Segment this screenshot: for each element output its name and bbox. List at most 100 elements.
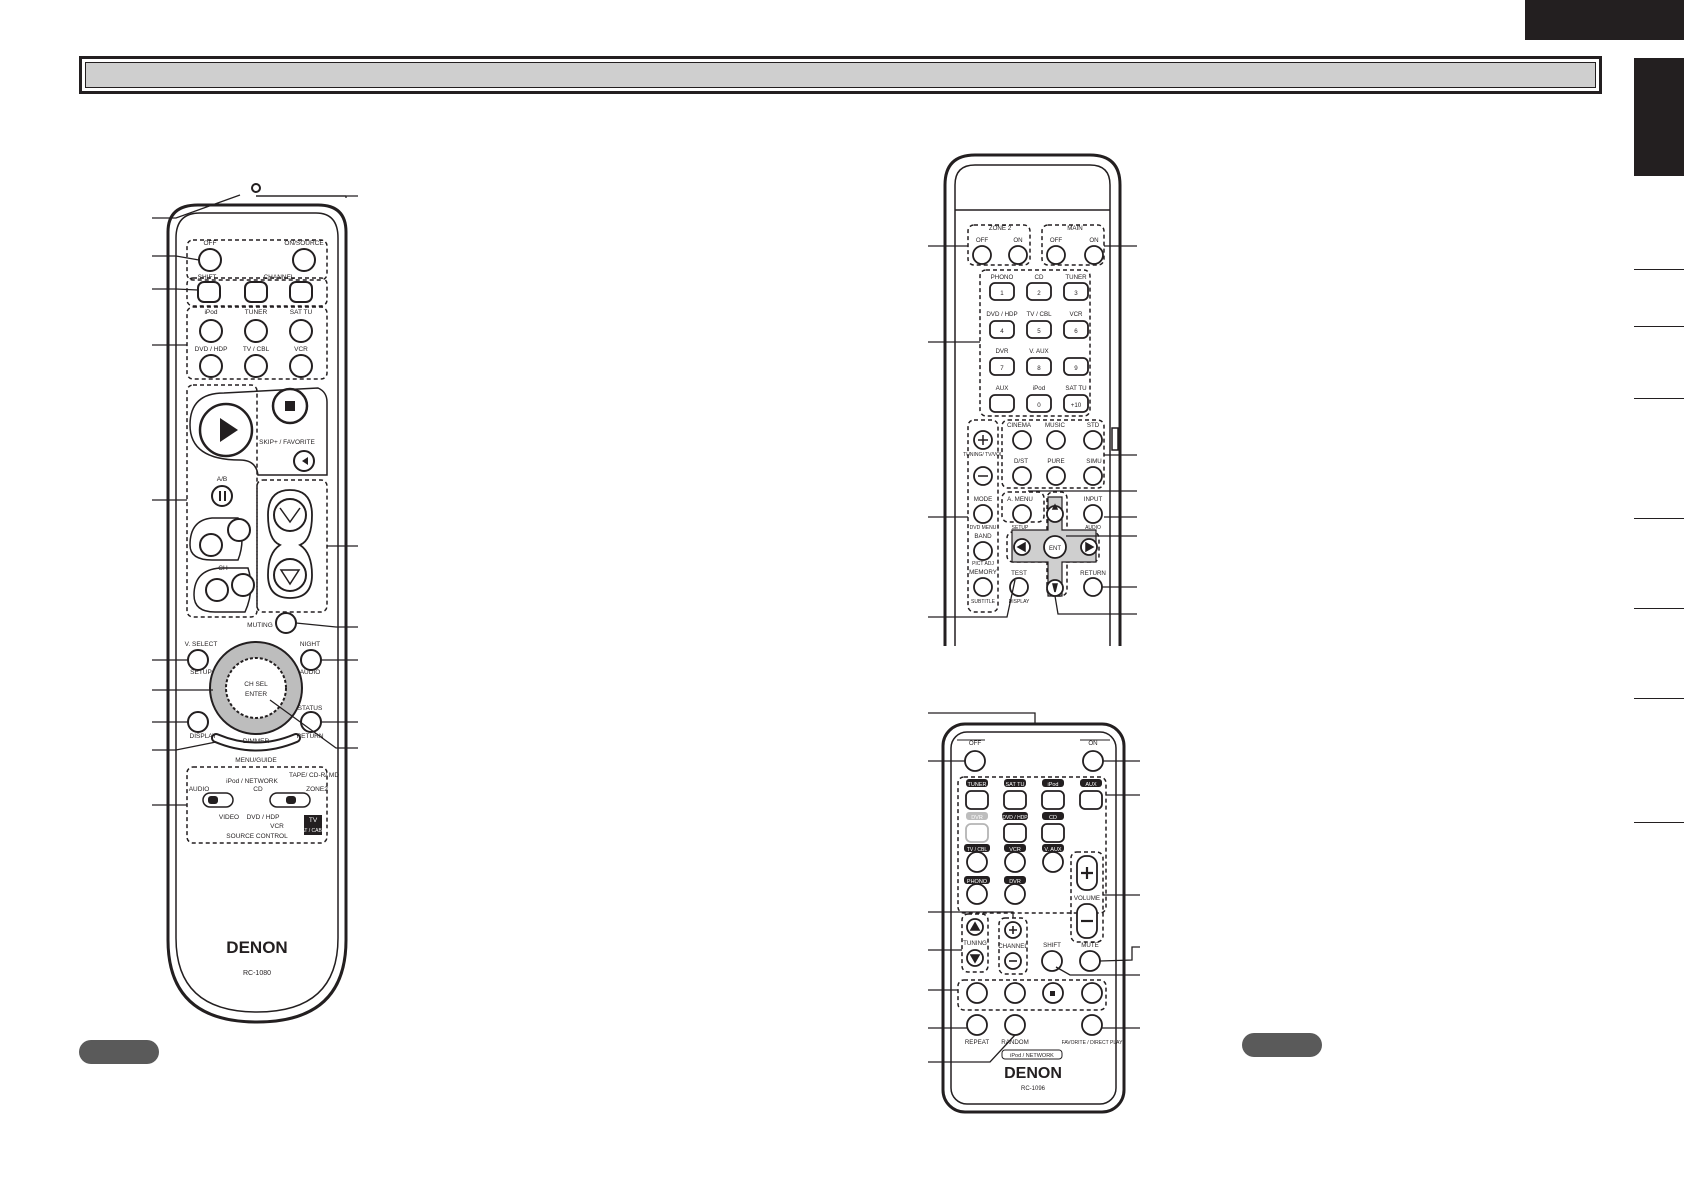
label-s-aux: AUX — [1085, 782, 1097, 788]
digit-0: 0 — [1037, 402, 1041, 409]
label-zone2: ZONE 2 — [989, 225, 1012, 232]
side-index-tabs — [1634, 58, 1684, 823]
label-a-menu: A. MENU — [1007, 496, 1033, 503]
label-s-cd: CD — [1049, 815, 1057, 821]
label-z-on: ON — [1013, 237, 1022, 244]
label-tuner: TUNER — [245, 309, 268, 316]
label-s-tv-cbl: TV / CBL — [967, 847, 988, 853]
label-cd-switch: CD — [253, 786, 263, 793]
model-label-main: RC-1080 — [243, 970, 271, 977]
label-dvd-hdp: DVD / HDP — [195, 346, 228, 353]
label-sat-tu: SAT TU — [290, 309, 313, 316]
label-shift: SHIFT — [198, 274, 217, 281]
label-return: RETURN — [296, 733, 323, 740]
label-vcr: VCR — [294, 346, 308, 353]
label-channel: CHANNEL — [263, 274, 294, 281]
label-z-tuner: TUNER — [1065, 274, 1087, 281]
label-ent: ENT — [1049, 546, 1061, 552]
label-tape-cdr-md: TAPE/ CD-R/ MD — [289, 772, 339, 779]
label-tuning-tvvol: TUNING/ TV/VOL — [963, 452, 1003, 458]
label-s-channel: CHANNEL — [998, 943, 1028, 950]
digit-5: 5 — [1037, 328, 1041, 335]
digit-8: 8 — [1037, 365, 1041, 372]
label-menu-guide: MENU/GUIDE — [235, 757, 277, 764]
label-z-dvr: DVR — [995, 348, 1009, 355]
label-s-tuner: TUNER — [968, 782, 987, 788]
label-source-control: SOURCE CONTROL — [226, 833, 288, 840]
label-s-shift: SHIFT — [1043, 942, 1061, 949]
label-s-vcr: VCR — [1009, 847, 1021, 853]
digit-7: 7 — [1000, 365, 1004, 372]
label-vcr-switch: VCR — [270, 823, 284, 830]
label-audio-switch: AUDIO — [189, 786, 210, 793]
digit-1: 1 — [1000, 290, 1004, 297]
digit-2: 2 — [1037, 290, 1041, 297]
label-z-ipod: iPod — [1033, 385, 1046, 392]
side-tab[interactable] — [1634, 698, 1684, 823]
label-v-select: V. SELECT — [185, 641, 218, 648]
label-dimmer: DIMMER — [243, 738, 270, 745]
digit-3: 3 — [1074, 290, 1078, 297]
label-z-sat-tu: SAT TU — [1065, 385, 1086, 392]
label-z-vcr: VCR — [1069, 311, 1083, 318]
label-on-source: ON/SOURCE — [284, 240, 324, 247]
side-tab[interactable] — [1634, 269, 1684, 327]
label-mode: MODE — [974, 496, 993, 503]
label-test: TEST — [1011, 570, 1027, 577]
label-ch: CH — [218, 565, 228, 572]
label-std: STD — [1087, 422, 1100, 429]
label-video-switch: VIDEO — [219, 814, 239, 821]
label-dvd-hdp-switch: DVD / HDP — [247, 814, 280, 821]
side-tab-active[interactable] — [1634, 58, 1684, 176]
label-s-ipod: iPod — [1047, 782, 1058, 788]
side-tab[interactable] — [1634, 175, 1684, 270]
digit-plus10: +10 — [1071, 402, 1082, 409]
label-m-off: OFF — [1050, 237, 1063, 244]
label-ab: A/B — [217, 476, 227, 483]
label-simu: SIMU — [1086, 458, 1101, 465]
label-ipod-network: iPod / NETWORK — [226, 778, 278, 785]
label-night: NIGHT — [300, 641, 320, 648]
label-phono: PHONO — [991, 274, 1014, 281]
note-badge-left — [79, 1040, 159, 1064]
label-skip-favorite: SKIP+ / FAVORITE — [259, 439, 315, 446]
brand-logo-small: DENON — [1004, 1065, 1062, 1082]
side-tab[interactable] — [1634, 398, 1684, 519]
label-z-off: OFF — [976, 237, 989, 244]
label-music: MUSIC — [1045, 422, 1065, 429]
label-band: BAND — [974, 533, 992, 540]
label-s-repeat: REPEAT — [965, 1039, 990, 1046]
label-z-cd: CD — [1035, 274, 1044, 281]
label-status: STATUS — [298, 705, 323, 712]
label-s-mute: MUTE — [1081, 942, 1099, 949]
label-ch-sel: CH SEL — [244, 681, 268, 688]
label-main: MAIN — [1067, 225, 1082, 232]
digit-9: 9 — [1074, 365, 1078, 372]
section-title-bar — [79, 56, 1602, 94]
label-muting: MUTING — [247, 622, 273, 629]
label-off: OFF — [204, 240, 217, 247]
side-tab[interactable] — [1634, 608, 1684, 699]
label-s-tuning: TUNING — [963, 940, 987, 947]
label-z-return: RETURN — [1080, 570, 1106, 577]
label-cinema: CINEMA — [1007, 422, 1032, 429]
label-s-dvd-hdp: DVD / HDP — [1002, 815, 1028, 821]
label-s-dvr: DVR — [971, 815, 983, 821]
label-tv-cbl: TV / CBL — [243, 346, 270, 353]
label-z-display: DISPLAY — [1009, 599, 1030, 605]
label-z-audio: AUDIO — [1085, 525, 1101, 531]
label-memory: MEMORY — [969, 569, 997, 576]
label-s-v-aux: V. AUX — [1044, 847, 1062, 853]
label-audio: AUDIO — [300, 669, 321, 676]
label-m-on: ON — [1089, 237, 1098, 244]
label-z-setup: SETUP — [1012, 525, 1029, 531]
label-s-random: RANDOM — [1001, 1039, 1029, 1046]
label-setup: SETUP — [190, 669, 212, 676]
brand-logo-main: DENON — [226, 938, 287, 957]
label-subtitle: SUBTITLE — [971, 599, 996, 605]
label-zone2-switch: ZONE2 — [306, 786, 328, 793]
label-dvd-menu: DVD MENU — [970, 525, 997, 531]
digit-6: 6 — [1074, 328, 1078, 335]
